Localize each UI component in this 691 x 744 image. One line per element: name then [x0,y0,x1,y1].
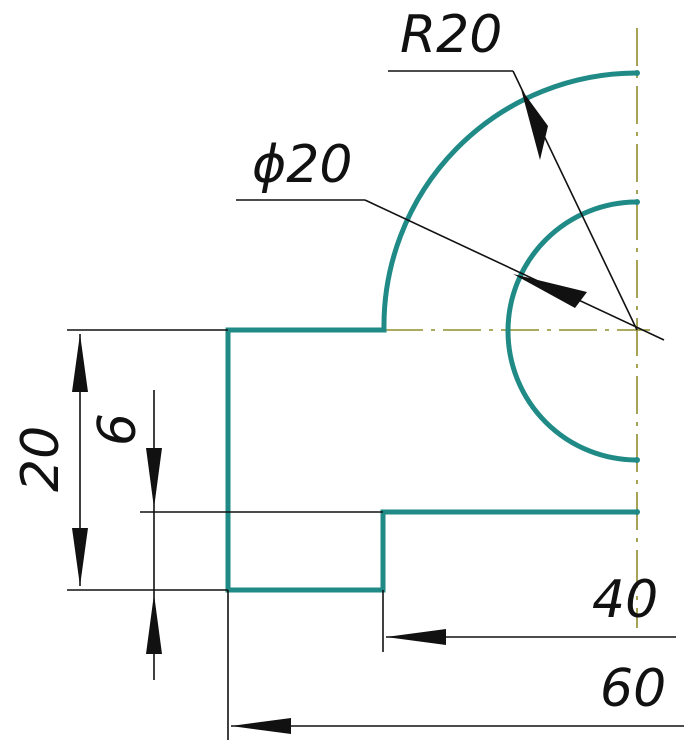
arrowhead-down [146,448,162,508]
diameter-dimension: ϕ20 [236,135,665,341]
diameter-label: ϕ20 [252,135,352,195]
height-6-label: 6 [88,413,148,446]
diameter-arrowhead [513,274,587,308]
arrowhead-down [72,528,88,586]
arc-end-dot [634,199,640,205]
arc-end-dot [634,70,640,76]
arrowhead-left [386,629,446,645]
height-6-dimension: 6 [88,390,383,680]
radius-arrowhead [521,89,548,160]
diameter-leader-line [364,199,665,341]
radius-dimension: R20 [388,5,638,331]
height-20-label: 20 [11,426,71,492]
arc-end-dot [634,457,640,463]
width-60-label: 60 [600,659,666,719]
arrowhead-up [72,334,88,392]
arrowhead-up [146,594,162,654]
radius-label: R20 [400,5,502,65]
outer-profile [225,70,638,593]
centerlines [385,28,650,628]
inner-arc [505,199,638,463]
width-60-dimension: 60 [227,590,684,740]
width-40-label: 40 [592,570,658,630]
height-20-dimension: 20 [11,329,228,591]
line-end-dot [634,509,640,515]
width-40-dimension: 40 [382,570,676,652]
part-outline [225,70,640,593]
arrowhead-left [231,718,291,734]
